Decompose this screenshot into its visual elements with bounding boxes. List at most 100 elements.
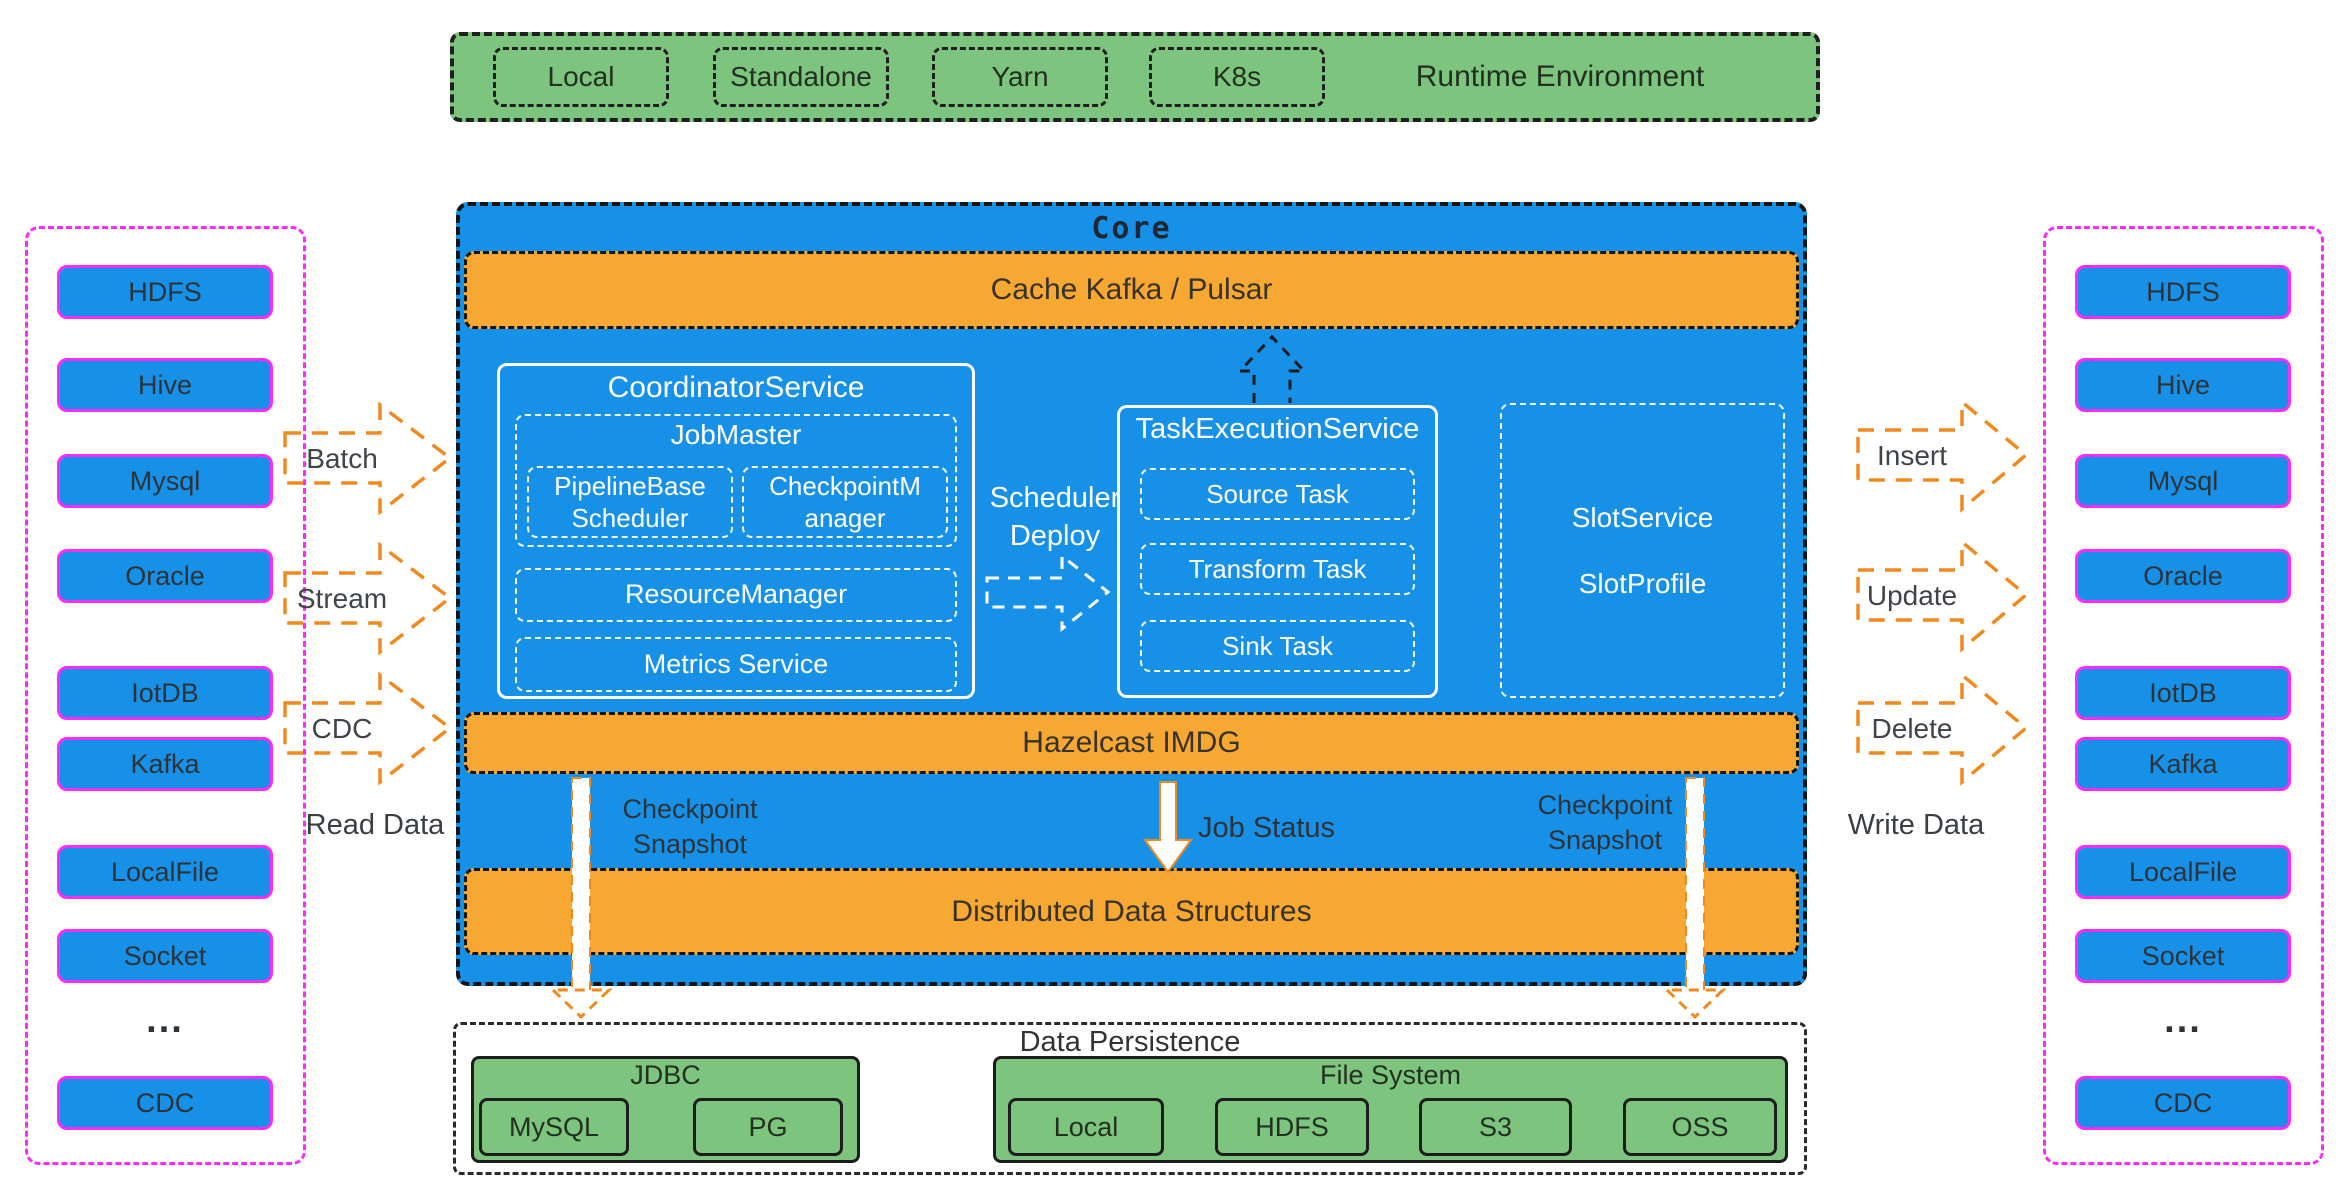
source-item-label: CDC	[135, 1087, 195, 1118]
source-item-label: LocalFile	[110, 856, 220, 887]
checkpoint-snapshot-left-arrow-head	[549, 988, 613, 1020]
runtime-item-label: K8s	[1212, 61, 1262, 92]
cache-kafka-pulsar-bar: Cache Kafka / Pulsar	[464, 251, 1799, 329]
sink-item-socket: Socket	[2075, 929, 2291, 983]
sink-item-label: Oracle	[2143, 560, 2223, 591]
job-master-box	[515, 414, 957, 547]
source-item-oracle: Oracle	[57, 549, 273, 603]
sink-item-hive: Hive	[2075, 358, 2291, 412]
transform-task-box: Transform Task	[1140, 543, 1415, 595]
sink-item-kafka: Kafka	[2075, 737, 2291, 791]
coordinator-service-box	[497, 363, 975, 699]
jdbc-item-label: PG	[748, 1111, 788, 1142]
sink-item-label: Hive	[2155, 369, 2210, 400]
fs-item-oss: OSS	[1623, 1098, 1777, 1156]
fs-item-local: Local	[1008, 1098, 1164, 1156]
distributed-data-structures-bar: Distributed Data Structures	[464, 868, 1799, 955]
sink-item-label: CDC	[2153, 1087, 2213, 1118]
runtime-environment-container	[450, 32, 1820, 122]
runtime-item-yarn: Yarn	[932, 47, 1108, 107]
sink-task-label: Sink Task	[1222, 630, 1333, 661]
core-container	[456, 202, 1807, 986]
source-item-kafka: Kafka	[57, 737, 273, 791]
source-item-socket: Socket	[57, 929, 273, 983]
sink-item-label: Mysql	[2147, 465, 2219, 496]
source-item-label: Hive	[137, 369, 192, 400]
sink-task-box: Sink Task	[1140, 620, 1415, 672]
pipeline-base-scheduler-label: PipelineBase Scheduler	[554, 470, 706, 534]
source-item-hive: Hive	[57, 358, 273, 412]
fs-item-label: S3	[1478, 1111, 1513, 1142]
write-data-label: Write Data	[1847, 808, 1985, 841]
sink-item-cdc: CDC	[2075, 1076, 2291, 1130]
source-item-label: Oracle	[125, 560, 205, 591]
sink-item-hdfs: HDFS	[2075, 265, 2291, 319]
fs-item-label: Local	[1053, 1111, 1119, 1142]
sink-item-iotdb: IotDB	[2075, 666, 2291, 720]
runtime-item-label: Local	[547, 61, 615, 92]
transform-task-label: Transform Task	[1188, 553, 1367, 584]
source-item-label: Socket	[123, 940, 207, 971]
checkpoint-snapshot-right-label: Checkpoint Snapshot	[1537, 789, 1673, 855]
runtime-item-standalone: Standalone	[713, 47, 889, 107]
source-item-localfile: LocalFile	[57, 845, 273, 899]
source-item-label: Kafka	[130, 748, 200, 779]
sink-item-label: Kafka	[2148, 748, 2218, 779]
checkpoint-snapshot-left-label: Checkpoint Snapshot	[622, 793, 758, 859]
fs-item-label: HDFS	[1255, 1111, 1329, 1142]
file-system-title: File System	[1319, 1059, 1462, 1090]
source-items-ellipsis: ...	[146, 998, 184, 1041]
metrics-service-box: Metrics Service	[515, 637, 957, 692]
runtime-item-k8s: K8s	[1149, 47, 1325, 107]
batch-arrow-label: Batch	[306, 443, 378, 474]
fs-item-label: OSS	[1671, 1111, 1729, 1142]
sink-item-label: HDFS	[2146, 276, 2220, 307]
fs-item-s3: S3	[1419, 1098, 1572, 1156]
data-persistence-title: Data Persistence	[1019, 1025, 1241, 1058]
task-execution-service-title: TaskExecutionService	[1135, 412, 1420, 445]
slot-service-box: SlotService SlotProfile	[1500, 403, 1785, 698]
source-item-cdc: CDC	[57, 1076, 273, 1130]
fs-item-hdfs: HDFS	[1215, 1098, 1369, 1156]
source-task-label: Source Task	[1206, 478, 1349, 509]
runtime-item-label: Yarn	[991, 61, 1049, 92]
checkpoint-manager-label: CheckpointManager	[769, 470, 921, 534]
checkpoint-manager-box: CheckpointManager	[742, 466, 948, 538]
sink-item-mysql: Mysql	[2075, 454, 2291, 508]
sink-item-localfile: LocalFile	[2075, 845, 2291, 899]
metrics-service-label: Metrics Service	[643, 648, 829, 679]
jdbc-item-label: MySQL	[508, 1111, 600, 1142]
source-item-label: Mysql	[129, 465, 201, 496]
sink-item-label: Socket	[2141, 940, 2225, 971]
sink-item-oracle: Oracle	[2075, 549, 2291, 603]
checkpoint-snapshot-right-arrow-head	[1663, 988, 1727, 1020]
task-execution-service-box	[1117, 405, 1438, 698]
source-item-hdfs: HDFS	[57, 265, 273, 319]
source-item-label: IotDB	[131, 677, 199, 708]
slot-profile-label: SlotProfile	[1578, 567, 1707, 599]
read-data-label: Read Data	[305, 808, 445, 841]
scheduler-deploy-label: Scheduler Deploy	[989, 482, 1121, 552]
resource-manager-box: ResourceManager	[515, 568, 957, 622]
insert-arrow-label: Insert	[1876, 440, 1948, 471]
pipeline-base-scheduler-box: PipelineBase Scheduler	[527, 466, 733, 538]
sink-item-label: IotDB	[2149, 677, 2217, 708]
job-status-label: Job Status	[1198, 811, 1336, 844]
coordinator-service-title: CoordinatorService	[607, 371, 865, 404]
source-item-label: HDFS	[128, 276, 202, 307]
source-item-iotdb: IotDB	[57, 666, 273, 720]
sink-item-label: LocalFile	[2128, 856, 2238, 887]
jdbc-item-mysql: MySQL	[479, 1098, 629, 1156]
core-title: Core	[1091, 210, 1172, 246]
update-arrow-label: Update	[1866, 580, 1958, 611]
slot-service-label: SlotService	[1571, 501, 1714, 533]
source-task-box: Source Task	[1140, 468, 1415, 520]
cdc-arrow-label: CDC	[311, 713, 373, 744]
runtime-environment-title: Runtime Environment	[1415, 60, 1705, 93]
runtime-item-local: Local	[493, 47, 669, 107]
jdbc-title: JDBC	[630, 1059, 701, 1090]
delete-arrow-label: Delete	[1871, 713, 1953, 744]
runtime-item-label: Standalone	[730, 61, 872, 92]
resource-manager-label: ResourceManager	[624, 579, 848, 610]
